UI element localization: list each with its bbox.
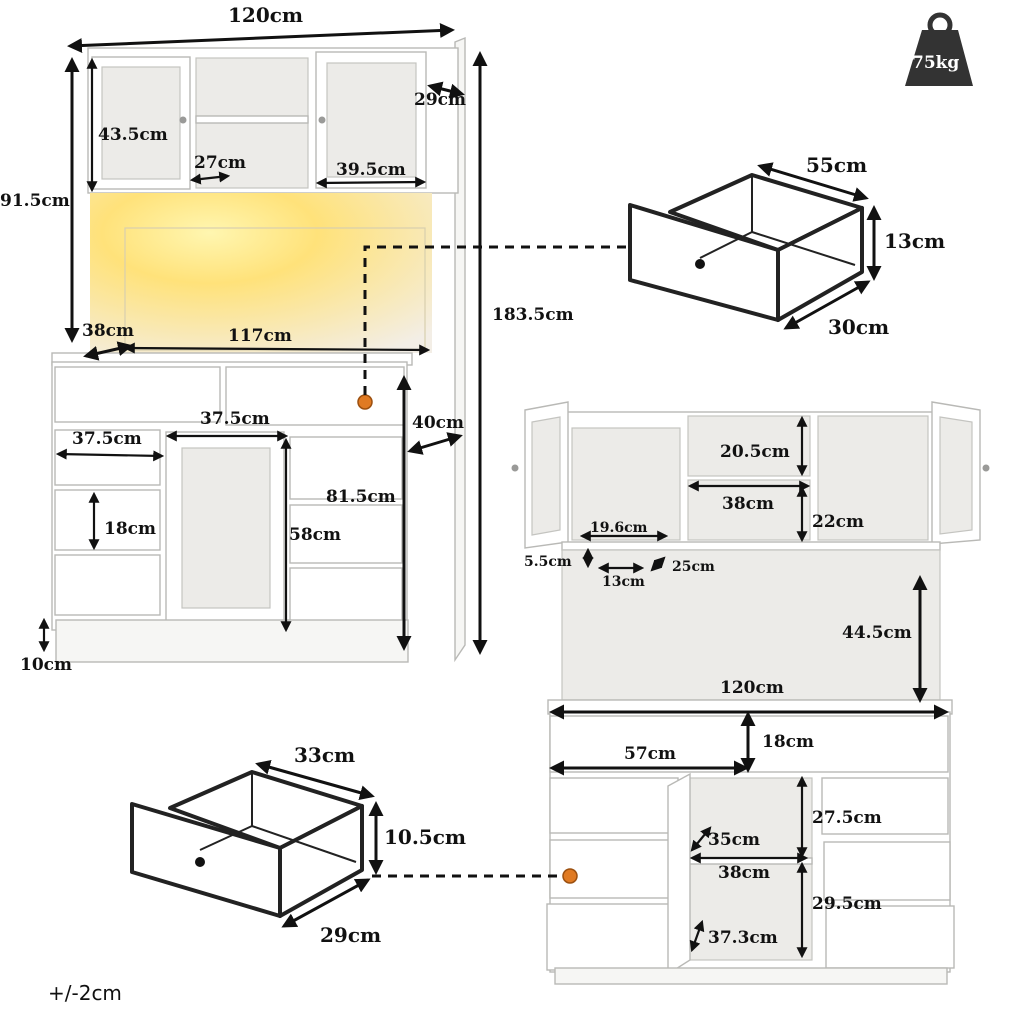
callout-line-top-drawer	[363, 245, 626, 395]
drawer	[289, 436, 403, 500]
drawer-height-label: 18cm	[104, 519, 156, 539]
glass-rack-shelf	[561, 541, 941, 551]
door-height-label: 43.5cm	[98, 125, 168, 145]
shelf-width-line	[189, 171, 231, 185]
base-depth-label: 40cm	[412, 413, 464, 433]
base-height-label: 81.5cm	[326, 487, 396, 507]
right-door-inset	[326, 62, 417, 178]
top-drawer-sketch: 55cm 13cm 30cm	[628, 153, 945, 339]
top-drawer-depth-label: 30cm	[828, 315, 889, 339]
center-upper-cubby	[687, 415, 811, 477]
middle-width-label: 38cm	[722, 494, 774, 514]
door-width-line	[315, 176, 427, 189]
bottom-drawer-sketch: 33cm 10.5cm 29cm	[130, 743, 466, 947]
drawer-callout-dot	[562, 868, 578, 884]
drawer	[546, 903, 672, 971]
drawer	[54, 366, 221, 423]
left-open-door-inset	[531, 416, 561, 536]
counter-depth-line	[83, 341, 133, 361]
open-width-label: 120cm	[720, 678, 784, 698]
drawer	[823, 841, 951, 901]
drawer	[225, 366, 405, 426]
counter-clearance-label: 44.5cm	[842, 623, 912, 643]
door-width-label: 39.5cm	[336, 160, 406, 180]
rack-span-label: 19.6cm	[590, 520, 648, 536]
front-view-dimensions: 120cm 29cm 91.5cm 43.5cm 27cm 39.5cm 183…	[0, 3, 574, 675]
lower-door-height-label: 58cm	[289, 525, 341, 545]
drawer-handle-hole	[195, 857, 205, 867]
counter-width-label: 117cm	[228, 326, 292, 346]
weight-icon: 75kg	[905, 12, 973, 86]
bottom-drawer-width-label: 33cm	[294, 743, 355, 767]
drawer-width-label: 37.5cm	[72, 429, 142, 449]
left-cubby	[571, 427, 681, 541]
drawer-width-line	[55, 448, 165, 462]
drawer-height-2-label: 27.5cm	[812, 808, 882, 828]
cabinet-depth-label: 35cm	[708, 830, 760, 850]
upper-cubby-height-label: 20.5cm	[720, 442, 790, 462]
door-knob	[982, 464, 990, 472]
open-inner-cabinet	[687, 777, 813, 961]
door-knob	[318, 116, 326, 124]
lower-cubby-height-label: 22cm	[812, 512, 864, 532]
drawer	[54, 554, 161, 616]
drawer-callout-dot	[357, 394, 373, 410]
bottom-drawer-depth-label: 29cm	[320, 923, 381, 947]
open-counter-area	[561, 549, 941, 701]
drawer-height-3-label: 29.5cm	[812, 894, 882, 914]
top-drawer-height-label: 13cm	[884, 229, 945, 253]
right-open-door-inset	[939, 416, 973, 535]
counter-width-line	[123, 342, 431, 356]
open-drawer-height-label: 18cm	[762, 732, 814, 752]
inner-width-label: 38cm	[718, 863, 770, 883]
front-view-cabinet	[51, 36, 466, 663]
drawer	[54, 489, 161, 551]
width-label: 120cm	[228, 3, 303, 27]
door-knob	[511, 464, 519, 472]
bottom-drawer-height-label: 10.5cm	[384, 825, 466, 849]
open-plinth	[554, 967, 948, 985]
depth-dimension-line	[427, 81, 465, 99]
shelf-width-label: 27cm	[194, 153, 246, 173]
plinth	[55, 619, 409, 663]
open-lower-door	[667, 772, 691, 976]
top-drawer-width-label: 55cm	[806, 153, 867, 177]
rack-gap-label: 5.5cm	[524, 554, 572, 570]
hutch-height-label: 91.5cm	[0, 191, 70, 211]
width-dimension-line	[67, 23, 455, 53]
drawer-handle-hole	[695, 259, 705, 269]
drawer	[549, 777, 679, 834]
tolerance-note: +/-2cm	[48, 981, 122, 1005]
base-depth-line	[407, 432, 463, 455]
rack-depth-label: 25cm	[672, 559, 715, 575]
right-cubby	[817, 415, 929, 541]
rack-slot-label: 13cm	[602, 574, 645, 590]
leg-height-label: 10cm	[20, 655, 72, 675]
door-knob	[179, 116, 187, 124]
led-lit-counter-area	[90, 193, 432, 353]
total-height-label: 183.5cm	[492, 305, 574, 325]
counter-depth-label: 38cm	[82, 321, 134, 341]
open-drawer-width-label: 57cm	[624, 744, 676, 764]
depth-label: 29cm	[414, 90, 466, 110]
left-door-inset	[101, 66, 181, 180]
open-view-dimensions: 20.5cm 38cm 22cm 19.6cm 5.5cm 13cm 25cm …	[524, 415, 949, 959]
drawer	[825, 905, 955, 969]
cubby-shelf	[195, 115, 309, 124]
center-door-inset	[181, 447, 271, 609]
weight-label: 75kg	[912, 53, 959, 73]
drawer	[821, 777, 949, 835]
center-door-width-label: 37.5cm	[200, 409, 270, 429]
inner-height-label: 37.3cm	[708, 928, 778, 948]
